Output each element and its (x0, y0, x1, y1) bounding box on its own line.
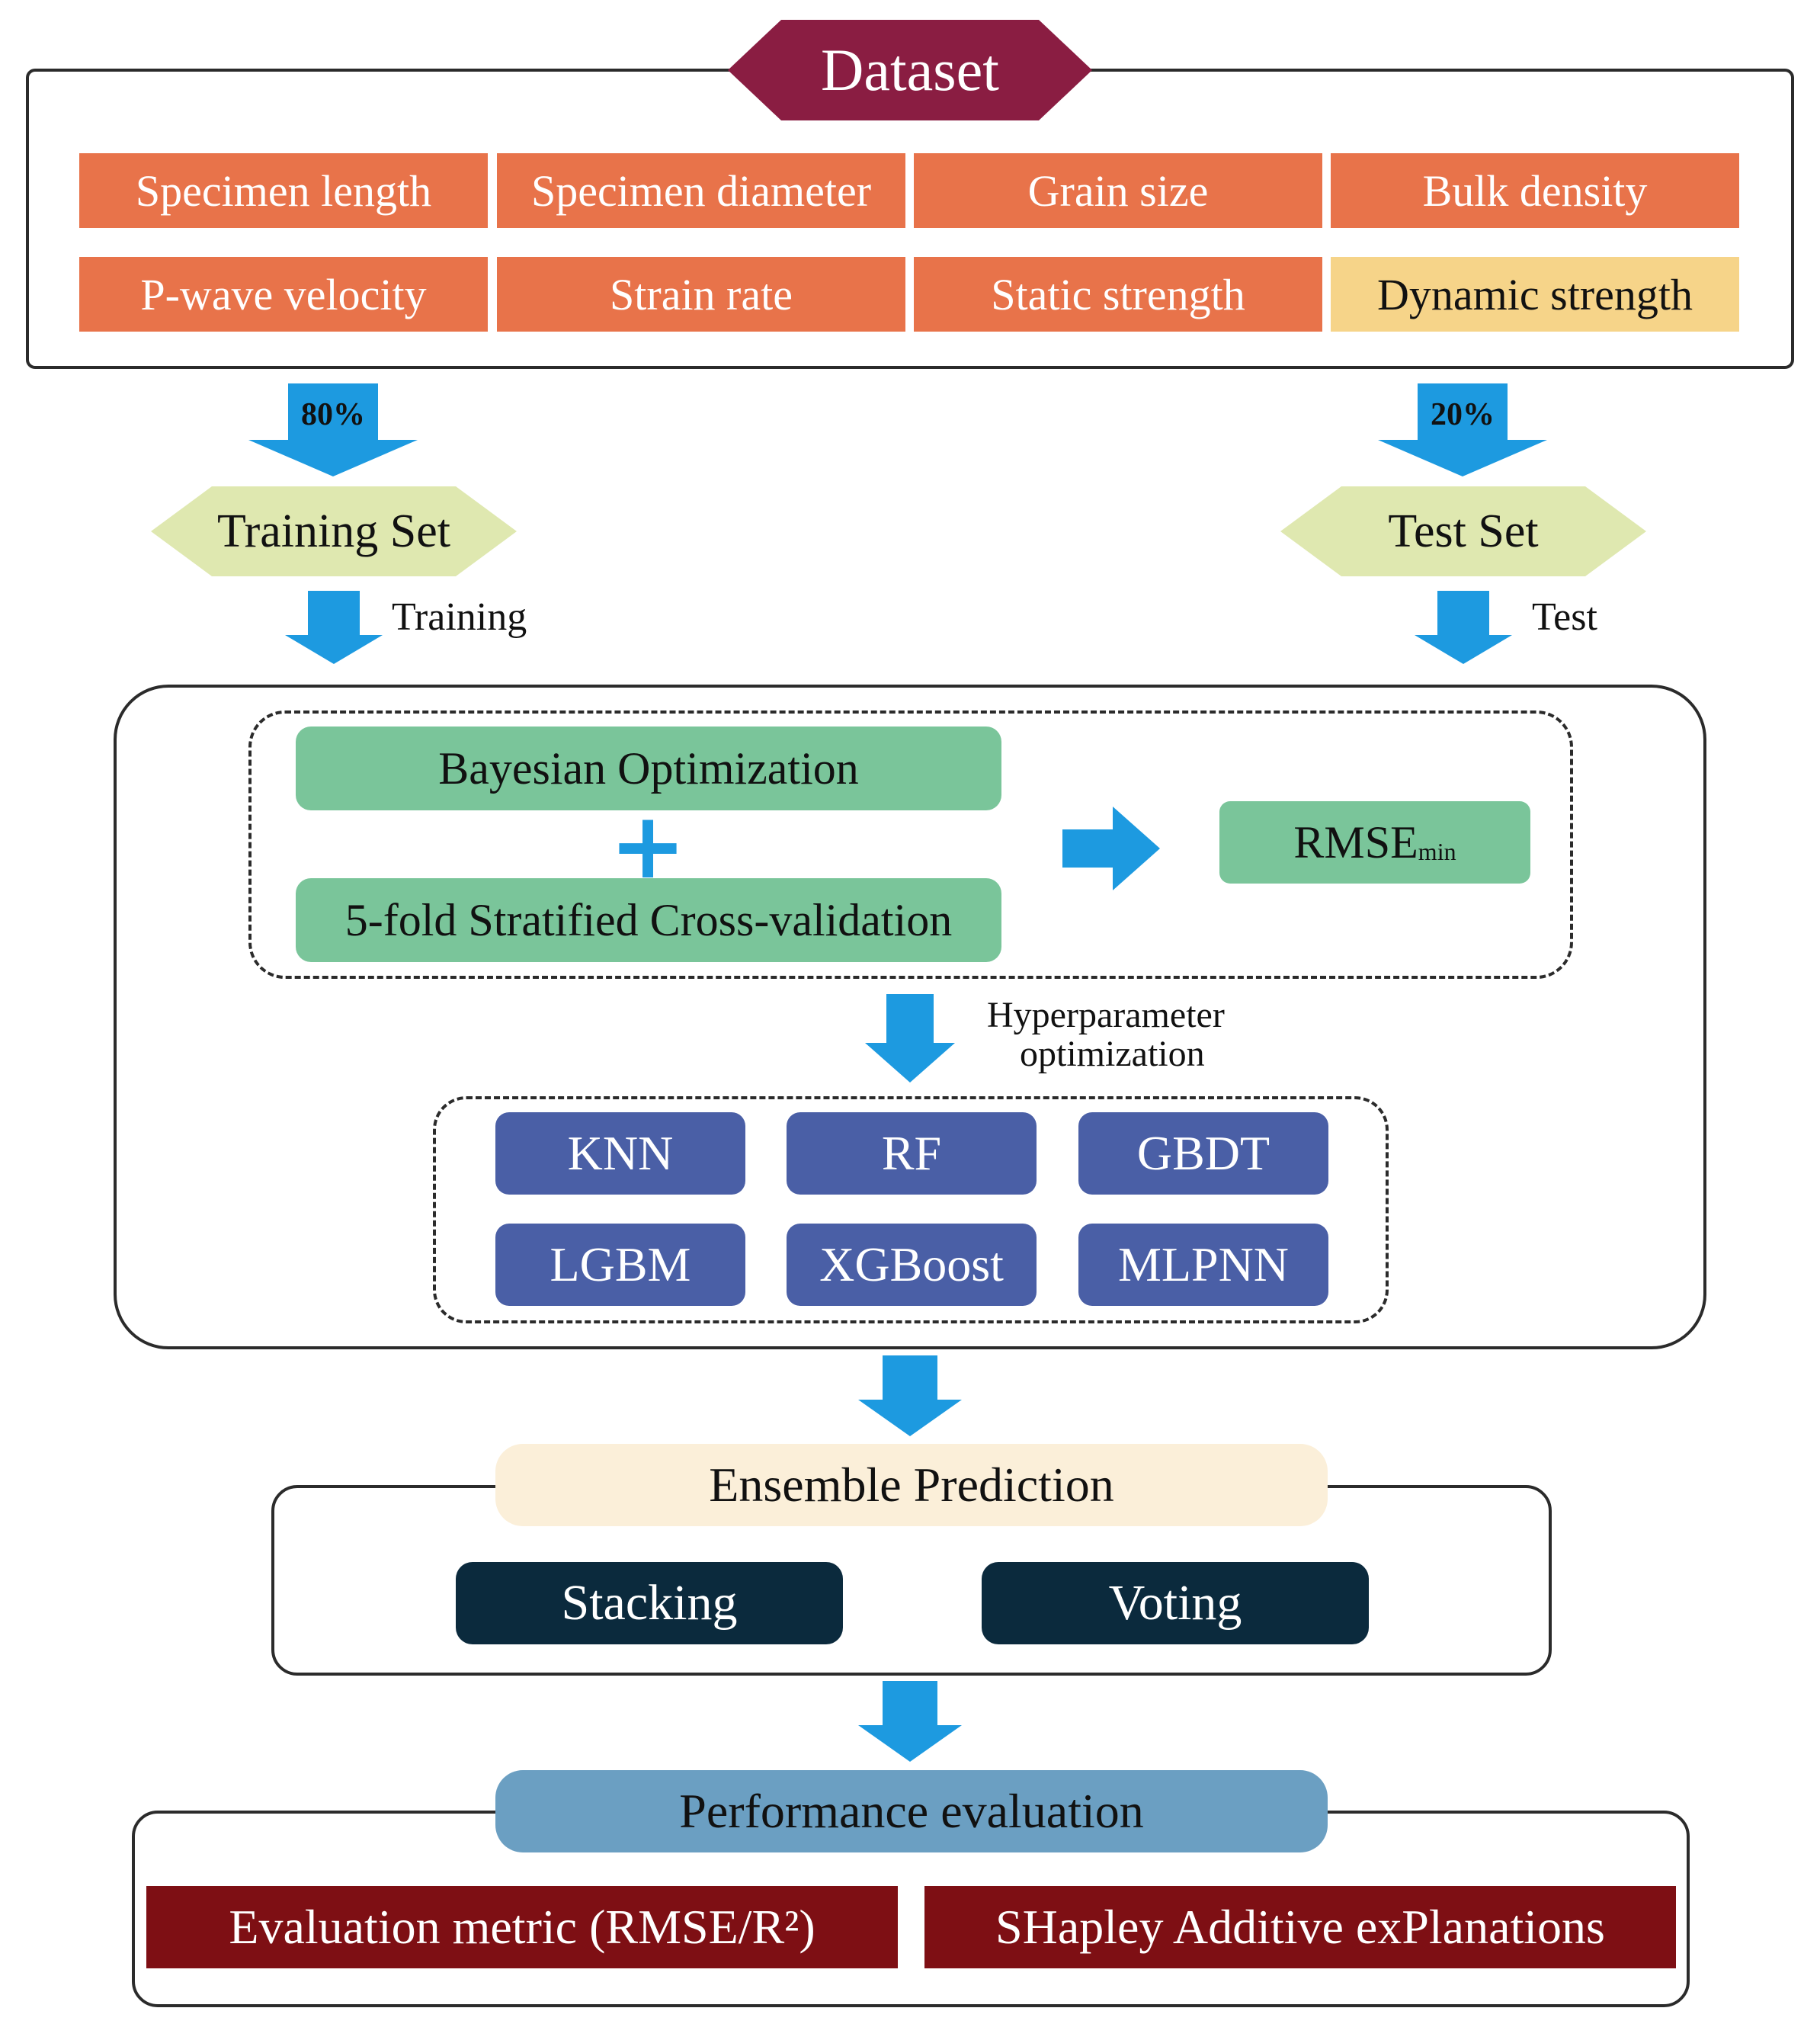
feature-specimen-length: Specimen length (79, 153, 488, 228)
ensemble-arrow-icon (858, 1355, 962, 1436)
model-rf: RF (787, 1112, 1037, 1195)
rmse-label: RMSE (1293, 816, 1418, 868)
ensemble-voting: Voting (982, 1562, 1369, 1644)
test-set-label: Test Set (1388, 505, 1539, 557)
dataset-hexagon (728, 20, 1092, 120)
evaluation-metric: Evaluation metric (RMSE/R²) (146, 1886, 898, 1968)
test-label: Test (1532, 595, 1597, 639)
model-knn: KNN (495, 1112, 745, 1195)
rmse-subscript: min (1418, 837, 1456, 865)
target-dynamic-strength: Dynamic strength (1331, 257, 1739, 332)
split-arrow-train-icon (248, 383, 418, 476)
ensemble-prediction-header: Ensemble Prediction (495, 1444, 1328, 1526)
model-gbdt: GBDT (1078, 1112, 1328, 1195)
test-set-hexagon (1280, 486, 1646, 576)
training-label: Training (392, 595, 527, 639)
performance-evaluation-header: Performance evaluation (495, 1770, 1328, 1852)
shap-explanations: SHapley Additive exPlanations (924, 1886, 1676, 1968)
evaluation-arrow-icon (858, 1681, 962, 1762)
feature-static-strength: Static strength (914, 257, 1322, 332)
feature-p-wave-velocity: P-wave velocity (79, 257, 488, 332)
optimization-box (248, 710, 1573, 979)
hyperparameter-label-line2: optimization (1020, 1034, 1205, 1074)
model-xgboost: XGBoost (787, 1224, 1037, 1306)
feature-strain-rate: Strain rate (497, 257, 905, 332)
bayesian-optimization: Bayesian Optimization (296, 727, 1001, 810)
model-lgbm: LGBM (495, 1224, 745, 1306)
training-set-label: Training Set (216, 505, 451, 557)
feature-bulk-density: Bulk density (1331, 153, 1739, 228)
stratified-cross-validation: 5-fold Stratified Cross-validation (296, 878, 1001, 962)
feature-grain-size: Grain size (914, 153, 1322, 228)
test-arrow-icon (1415, 591, 1512, 664)
feature-specimen-diameter: Specimen diameter (497, 153, 905, 228)
training-set-hexagon (151, 486, 517, 576)
right-arrow-icon (1062, 807, 1160, 890)
hyperparameter-label-line1: Hyperparameter (987, 995, 1225, 1035)
hyperparameter-arrow-icon (865, 994, 955, 1083)
dataset-title: Dataset (821, 37, 999, 103)
model-mlpnn: MLPNN (1078, 1224, 1328, 1306)
training-arrow-icon (285, 591, 383, 664)
models-box (433, 1096, 1389, 1323)
split-arrow-test-icon (1378, 383, 1547, 476)
ensemble-stacking: Stacking (456, 1562, 843, 1644)
model-training-frame (114, 685, 1706, 1349)
train-percentage: 80% (301, 397, 365, 432)
test-percentage: 20% (1431, 397, 1495, 432)
